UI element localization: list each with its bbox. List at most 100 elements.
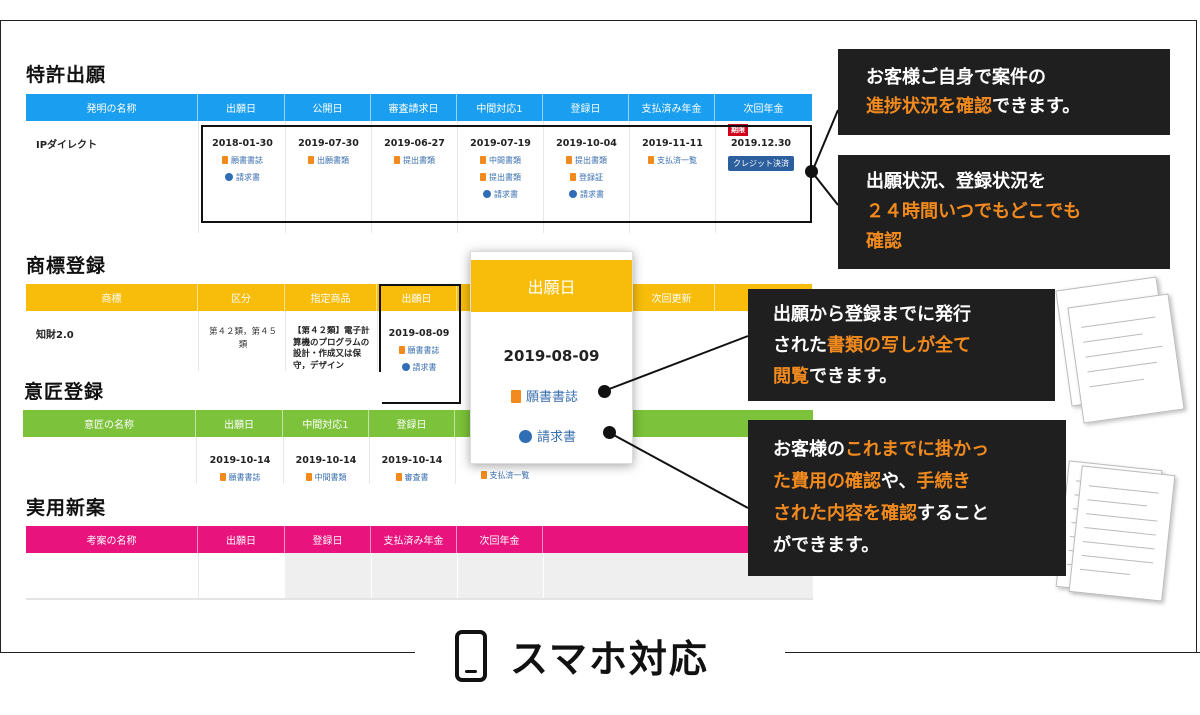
money-bag-icon [401, 363, 410, 371]
document-link[interactable]: 提出書類 [544, 155, 629, 166]
gridline [457, 121, 458, 233]
col-header[interactable]: 出願日 [198, 526, 285, 553]
patent-next-cell: 期限 2019.12.30 クレジット決済 [716, 124, 806, 171]
col-header[interactable]: 登録日 [543, 94, 629, 121]
filing-date: 2019-08-09 [388, 328, 450, 339]
patent-pub-cell: 2019-07-30 出願書類 [286, 138, 371, 172]
invoice-link[interactable]: 請求書 [544, 189, 629, 200]
col-header[interactable]: 商標 [26, 284, 198, 311]
table-bottom-line [26, 598, 813, 600]
invoice-link[interactable]: 請求書 [380, 362, 458, 373]
document-link[interactable]: 願書書誌 [200, 155, 285, 166]
gridline [455, 437, 456, 484]
gridline [377, 311, 378, 371]
col-header[interactable]: 発明の名称 [26, 94, 198, 121]
col-header[interactable]: 指定商品 [285, 284, 377, 311]
design-reg-cell: 2019-10-14 審査書 [369, 455, 455, 483]
gridline [196, 437, 197, 484]
document-link[interactable]: 登録証 [544, 172, 629, 183]
document-link[interactable]: 提出書類 [372, 155, 457, 166]
patent-exam-cell: 2019-06-27 提出書類 [372, 138, 457, 172]
col-header[interactable]: 意匠の名称 [23, 410, 196, 437]
invoice-link[interactable]: 請求書 [200, 172, 285, 183]
document-icon [648, 156, 654, 164]
connector-dot [805, 165, 818, 178]
divider-left [0, 652, 415, 653]
mid-date: 2019-07-19 [470, 138, 531, 149]
col-header[interactable]: 登録日 [369, 410, 455, 437]
design-table-header: 意匠の名称 出願日 中間対応1 登録日 [23, 410, 813, 437]
col-header[interactable]: 次回更新 [629, 284, 715, 311]
trademark-section-title: 商標登録 [26, 255, 107, 277]
patent-case-name[interactable]: IPダイレクト [36, 140, 98, 151]
col-header[interactable]: 支払済み年金 [371, 526, 457, 553]
callout-anytime: 出願状況、登録状況を ２４時間いつでもどこでも 確認 [838, 155, 1170, 269]
col-header[interactable]: 考案の名称 [26, 526, 198, 553]
document-link[interactable]: 願書書誌 [380, 345, 458, 356]
document-link[interactable]: 審査書 [369, 472, 455, 483]
trademark-filing-cell: 2019-08-09 願書書誌 請求書 [380, 328, 458, 379]
highlight-bracket [379, 284, 461, 404]
col-header[interactable]: 中間対応1 [457, 94, 543, 121]
col-header[interactable]: 出願日 [198, 94, 285, 121]
document-link[interactable]: 提出書類 [458, 172, 543, 183]
gridline [543, 553, 544, 598]
document-link[interactable]: 支払済一覧 [630, 155, 715, 166]
gridline [715, 121, 716, 233]
col-header[interactable]: 区分 [198, 284, 285, 311]
smartphone-icon [455, 630, 487, 682]
col-header[interactable]: 支払済み年金 [629, 94, 715, 121]
money-bag-icon [519, 430, 532, 443]
gridline [198, 311, 199, 371]
callout-costs: お客様のこれまでに掛かっ た費用の確認や、手続き された内容を確認すること がで… [748, 420, 1066, 576]
zoom-invoice-link[interactable]: 請求書 [519, 426, 576, 445]
trademark-case-name[interactable]: 知財2.0 [36, 330, 74, 341]
design-title-bg [22, 372, 382, 408]
paid-date: 2019-11-11 [642, 138, 703, 149]
col-header[interactable]: 登録日 [285, 526, 371, 553]
utility-section-title: 実用新案 [26, 497, 107, 519]
credit-payment-button[interactable]: クレジット決済 [728, 156, 794, 171]
col-header[interactable]: 次回年金 [743, 104, 784, 115]
document-link[interactable]: 出願書類 [286, 155, 371, 166]
deadline-badge: 期限 [728, 124, 748, 136]
document-icon [480, 471, 487, 479]
gridline [371, 121, 372, 233]
zoom-document-link[interactable]: 願書書誌 [511, 386, 578, 405]
col-header[interactable]: 審査請求日 [371, 94, 457, 121]
trademark-class: 第４２類，第４５類 [208, 327, 277, 350]
connector-dot [598, 385, 611, 398]
trademark-goods: 【第４２類】電子計算機のプログラムの設計・作成又は保守，デザイン [293, 326, 370, 371]
gridline [629, 121, 630, 233]
design-section-title: 意匠登録 [24, 381, 105, 403]
design-paid-cell: 支払済一覧 [462, 470, 548, 483]
footer-title: スマホ対応 [510, 637, 709, 681]
document-icon [570, 173, 576, 181]
col-header[interactable]: 公開日 [285, 94, 371, 121]
gridline [457, 553, 458, 598]
document-link[interactable]: 中間書類 [458, 155, 543, 166]
document-icon [222, 156, 228, 164]
reg-date: 2019-10-14 [381, 455, 443, 466]
col-header[interactable]: 中間対応1 [283, 410, 369, 437]
document-icon [305, 473, 312, 481]
patent-mid-cell: 2019-07-19 中間書類 提出書類 請求書 [458, 138, 543, 206]
money-bag-icon [569, 190, 577, 198]
col-header[interactable]: 次回年金 [457, 526, 543, 553]
document-link[interactable]: 支払済一覧 [462, 470, 548, 481]
document-link[interactable]: 願書書誌 [197, 472, 283, 483]
money-bag-icon [225, 173, 233, 181]
col-header[interactable]: 出願日 [377, 284, 457, 311]
document-link[interactable]: 中間書類 [283, 472, 369, 483]
connector-dot [603, 426, 616, 439]
gridline [543, 121, 544, 233]
gridline [283, 437, 284, 484]
next-date: 2019.12.30 [730, 138, 792, 149]
col-header[interactable]: 出願日 [196, 410, 283, 437]
document-icon [394, 156, 400, 164]
utility-table-header: 考案の名称 出願日 登録日 支払済み年金 次回年金 [26, 526, 813, 553]
patent-reg-cell: 2019-10-04 提出書類 登録証 請求書 [544, 138, 629, 206]
invoice-link[interactable]: 請求書 [458, 189, 543, 200]
mid-date: 2019-10-14 [295, 455, 357, 466]
gridline [198, 121, 199, 233]
